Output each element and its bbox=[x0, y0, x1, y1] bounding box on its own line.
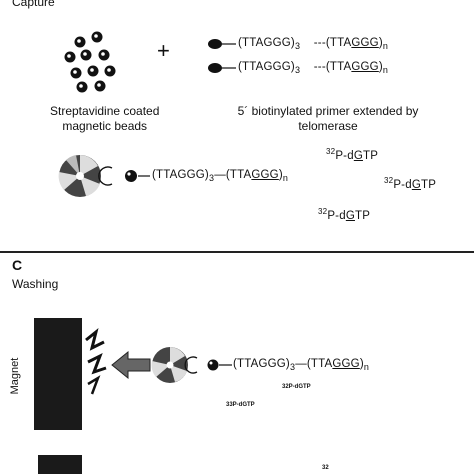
seq-dash: --- bbox=[313, 61, 326, 73]
captured-bead-b bbox=[58, 155, 150, 197]
biotin-dot-2 bbox=[208, 63, 222, 73]
panel-c-heading: Washing bbox=[12, 277, 59, 291]
tp: TP bbox=[420, 179, 437, 191]
pd: P-d bbox=[393, 179, 412, 191]
tp: TP bbox=[354, 210, 371, 222]
primer-caption-line1: 5´ biotinylated primer extended by bbox=[237, 104, 419, 118]
seq-repeat: (TTAGGG) bbox=[238, 61, 295, 73]
panel-b-heading: Capture bbox=[12, 0, 55, 9]
seq-ext-c: ) bbox=[378, 37, 383, 49]
seq-mid: —(TTA bbox=[295, 358, 333, 370]
seq-sub-n: n bbox=[382, 41, 389, 51]
seq-sub-n: n bbox=[382, 65, 389, 75]
beads-caption-line2: magnetic beads bbox=[62, 119, 148, 133]
seq-ext-b: GGG bbox=[251, 169, 279, 181]
isotope: 32 bbox=[318, 207, 328, 216]
dgtp-label-2: 32P-dGTP bbox=[384, 177, 436, 192]
dgtp-label-1: 32P-dGTP bbox=[326, 148, 378, 163]
seq-repeat: (TTAGGG) bbox=[238, 37, 295, 49]
washed-label-3: 32 bbox=[322, 465, 329, 471]
primer-caption-line2: telomerase bbox=[298, 119, 358, 133]
seq-ext-c: ) bbox=[378, 61, 383, 73]
magnet-block bbox=[34, 318, 82, 430]
plus-sign: + bbox=[157, 38, 170, 63]
dgtp-label-3: 32P-dGTP bbox=[318, 208, 370, 223]
g: G bbox=[411, 179, 421, 191]
seq-dash: --- bbox=[313, 37, 326, 49]
attraction-arrow bbox=[111, 350, 151, 380]
seq-ext-c: ) bbox=[278, 169, 283, 181]
seq-mid: —(TTA bbox=[214, 169, 252, 181]
pd: P-d bbox=[327, 210, 346, 222]
seq-ext-c: ) bbox=[359, 358, 364, 370]
isotope: 32 bbox=[326, 147, 336, 156]
isotope: 32 bbox=[384, 176, 394, 185]
beads-caption: Streptavidine coated magnetic beads bbox=[50, 104, 159, 134]
seq-ext-b: GGG bbox=[332, 358, 360, 370]
primer-caption: 5´ biotinylated primer extended by telom… bbox=[212, 104, 444, 134]
seq-repeat: (TTAGGG) bbox=[152, 169, 209, 181]
seq-ext-b: GGG bbox=[351, 61, 379, 73]
washed-label-1: 32P-dGTP bbox=[282, 384, 311, 390]
complex-sequence-b: (TTAGGG)3—(TTAGGG)n bbox=[152, 169, 289, 183]
seq-sub-3: 3 bbox=[294, 65, 301, 75]
magnet-label: Magnet bbox=[9, 357, 21, 395]
seq-sub-3: 3 bbox=[289, 362, 296, 372]
seq-sub-n: n bbox=[363, 362, 370, 372]
bead-cluster bbox=[64, 31, 116, 93]
biotin-dot-1 bbox=[208, 39, 222, 49]
seq-repeat: (TTAGGG) bbox=[233, 358, 290, 370]
g: G bbox=[353, 150, 363, 162]
tp: TP bbox=[362, 150, 379, 162]
seq-sub-3: 3 bbox=[208, 173, 215, 183]
captured-bead-c bbox=[151, 347, 232, 383]
primer-sequence-1: (TTAGGG)3 ---(TTAGGG)n bbox=[238, 37, 389, 51]
seq-ext-a: (TTA bbox=[325, 61, 352, 73]
bead-highlights bbox=[67, 34, 111, 88]
primer-sequence-2: (TTAGGG)3 ---(TTAGGG)n bbox=[238, 61, 389, 75]
beads-caption-line1: Streptavidine coated bbox=[50, 104, 160, 118]
washed-label-2: 33P-dGTP bbox=[226, 402, 255, 408]
seq-ext-a: (TTA bbox=[325, 37, 352, 49]
seq-ext-b: GGG bbox=[351, 37, 379, 49]
pd: P-d bbox=[335, 150, 354, 162]
panel-c-letter: C bbox=[12, 257, 23, 273]
seq-sub-3: 3 bbox=[294, 41, 301, 51]
complex-sequence-c: (TTAGGG)3—(TTAGGG)n bbox=[233, 358, 370, 372]
seq-sub-n: n bbox=[282, 173, 289, 183]
g: G bbox=[345, 210, 355, 222]
